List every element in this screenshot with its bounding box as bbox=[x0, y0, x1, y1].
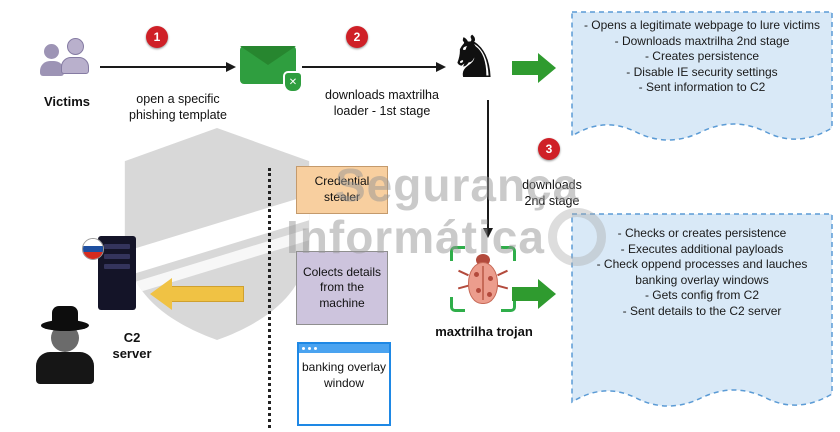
green-arrow-loader-body bbox=[512, 61, 538, 75]
stage1-item: - Downloads maxtrilha 2nd stage bbox=[614, 33, 790, 48]
bug-spot bbox=[488, 276, 493, 281]
scan-bracket bbox=[501, 297, 516, 312]
server-slot bbox=[104, 264, 130, 269]
flag-stripe-red bbox=[83, 252, 103, 259]
credential-stealer-box: Credential stealer bbox=[296, 166, 388, 214]
server-slot bbox=[104, 244, 130, 249]
yellow-arrow-to-c2-head bbox=[150, 278, 172, 310]
victims-people-icon bbox=[40, 34, 98, 90]
green-arrow-trojan-head bbox=[538, 279, 556, 309]
window-control-dot bbox=[308, 347, 311, 350]
banking-overlay-window-box: banking overlay window bbox=[297, 342, 391, 426]
stage2-box-shape bbox=[571, 213, 833, 407]
stage1-actions-box: - Opens a legitimate webpage to lure vic… bbox=[570, 10, 834, 158]
trojan-horse-icon: ♞ bbox=[448, 23, 500, 91]
arrowhead-victims-to-email bbox=[226, 62, 236, 72]
stage2-item: - Executes additional payloads bbox=[620, 241, 784, 256]
envelope-flap bbox=[240, 46, 296, 65]
bug-leg bbox=[496, 284, 509, 290]
person-front-head bbox=[67, 38, 84, 55]
stage1-item: - Creates persistence bbox=[644, 49, 760, 64]
bug-spot bbox=[487, 292, 492, 297]
arrowhead-loader-to-trojan bbox=[483, 228, 493, 238]
yellow-arrow-to-c2-body bbox=[172, 286, 244, 302]
scan-bracket bbox=[450, 297, 465, 312]
bug-midline bbox=[482, 266, 484, 300]
banking-overlay-window-label: banking overlay window bbox=[301, 360, 387, 390]
stage1-box-shape bbox=[571, 11, 833, 141]
scan-bracket bbox=[501, 246, 516, 261]
bug-spot bbox=[474, 272, 479, 277]
bug-leg bbox=[458, 269, 469, 277]
server-slot bbox=[104, 254, 130, 259]
stage1-item: - Opens a legitimate webpage to lure vic… bbox=[583, 18, 821, 32]
c2-server-label: C2 server bbox=[112, 330, 152, 362]
bug-leg bbox=[497, 269, 508, 277]
green-arrow-loader-head bbox=[538, 53, 556, 83]
stage1-item: - Sent information to C2 bbox=[638, 80, 766, 95]
step2-badge: 2 bbox=[346, 26, 368, 48]
russian-flag-icon bbox=[82, 238, 104, 260]
green-arrow-trojan-body bbox=[512, 287, 538, 301]
step2-caption: downloads maxtrilha loader - 1st stage bbox=[325, 88, 439, 118]
section-divider-dotted-line bbox=[268, 168, 271, 428]
stage1-item: - Disable IE security settings bbox=[626, 64, 778, 79]
stage2-item: - Sent details to the C2 server bbox=[622, 303, 782, 318]
arrow-email-to-loader bbox=[302, 66, 438, 68]
stage2-item: - Gets config from C2 bbox=[644, 288, 760, 303]
hacker-hat-crown bbox=[52, 306, 78, 323]
stage2-actions-box: - Checks or creates persistence - Execut… bbox=[570, 212, 834, 426]
hacker-shoulders bbox=[36, 352, 94, 384]
person-back-body bbox=[40, 61, 64, 76]
person-front-body bbox=[61, 57, 89, 74]
arrowhead-email-to-loader bbox=[436, 62, 446, 72]
stage2-item: - Checks or creates persistence bbox=[617, 226, 787, 240]
step3-caption: downloads 2nd stage bbox=[522, 178, 582, 208]
step1-badge: 1 bbox=[146, 26, 168, 48]
collect-details-box: Colects details from the machine bbox=[296, 251, 388, 325]
arrow-victims-to-email bbox=[100, 66, 228, 68]
trojan-label: maxtrilha trojan bbox=[435, 324, 533, 339]
c2-server-icon bbox=[98, 236, 136, 310]
window-titlebar bbox=[299, 344, 389, 353]
trojan-bug-icon bbox=[450, 246, 516, 312]
arrow-loader-to-trojan bbox=[487, 100, 489, 230]
window-control-dot bbox=[314, 347, 317, 350]
person-back-head bbox=[44, 44, 59, 59]
hacker-hat-brim bbox=[41, 320, 89, 331]
bug-spot bbox=[476, 288, 481, 293]
window-control-dot bbox=[302, 347, 305, 350]
step1-caption: open a specific phishing template bbox=[129, 92, 227, 122]
scan-bracket bbox=[450, 246, 465, 261]
malware-shield-x-icon: ✕ bbox=[283, 71, 303, 93]
flag-stripe-white bbox=[83, 239, 103, 246]
hacker-icon bbox=[34, 296, 96, 388]
phishing-email-icon: ✕ bbox=[240, 46, 303, 93]
step3-badge: 3 bbox=[538, 138, 560, 160]
stage2-item: - Check oppend processes and lauches ban… bbox=[596, 257, 808, 287]
victims-label: Victims bbox=[43, 94, 90, 109]
flag-stripe-blue bbox=[83, 245, 103, 253]
